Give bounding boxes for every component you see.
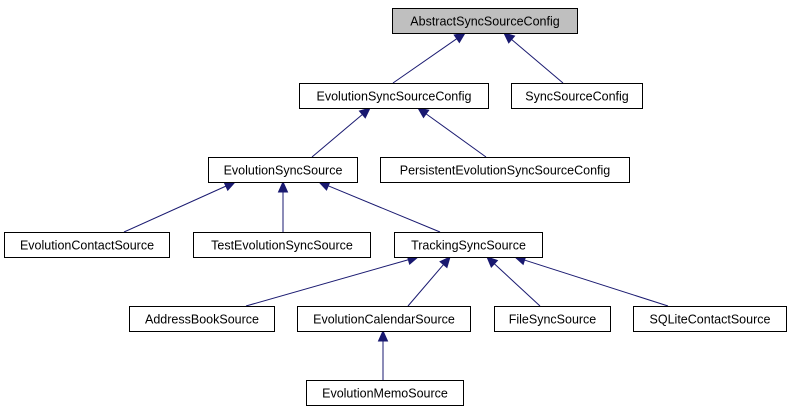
class-label: EvolutionCalendarSource	[313, 313, 455, 327]
arrowhead-icon	[277, 180, 289, 193]
class-box	[208, 157, 358, 183]
edge-evo_source-to-evo_config	[311, 107, 371, 158]
class-label: PersistentEvolutionSyncSourceConfig	[400, 164, 611, 178]
edge-persistent-to-evo_config	[417, 107, 487, 158]
class-box	[494, 306, 611, 332]
class-node-abstract: AbstractSyncSourceConfig	[392, 8, 578, 34]
class-label: AddressBookSource	[145, 313, 259, 327]
class-label: EvolutionSyncSource	[224, 164, 343, 178]
edge-line	[494, 263, 541, 307]
class-label: AbstractSyncSourceConfig	[410, 15, 559, 29]
arrowhead-icon	[453, 32, 467, 44]
arrowhead-icon	[223, 181, 237, 192]
edge-evo_config-to-abstract	[392, 32, 467, 84]
edge-contact-to-evo_source	[123, 181, 237, 233]
edge-line	[392, 38, 458, 84]
class-node-contact[interactable]: EvolutionContactSource	[4, 232, 170, 258]
class-label: TrackingSyncSource	[411, 239, 526, 253]
class-node-sync-config[interactable]: SyncSourceConfig	[511, 83, 643, 109]
arrowhead-icon	[377, 329, 389, 342]
class-node-tracking[interactable]: TrackingSyncSource	[394, 232, 543, 258]
class-label: EvolutionSyncSourceConfig	[317, 90, 472, 104]
edge-memo-to-calendar	[377, 329, 389, 380]
edge-line	[311, 114, 363, 158]
edge-line	[511, 39, 564, 84]
edge-calendar-to-tracking	[407, 256, 451, 307]
edge-line	[425, 113, 487, 158]
class-box	[129, 306, 275, 332]
class-box	[633, 306, 787, 332]
arrowhead-icon	[358, 107, 371, 119]
class-node-test[interactable]: TestEvolutionSyncSource	[193, 232, 371, 258]
arrowhead-icon	[439, 256, 451, 269]
class-box	[380, 157, 630, 183]
class-node-memo[interactable]: EvolutionMemoSource	[306, 380, 464, 406]
class-node-evo-config[interactable]: EvolutionSyncSourceConfig	[299, 83, 489, 109]
arrowhead-icon	[486, 256, 499, 269]
class-label: EvolutionContactSource	[20, 239, 154, 253]
class-box	[297, 306, 471, 332]
class-box	[193, 232, 371, 258]
class-box	[394, 232, 543, 258]
edge-test-to-evo_source	[277, 180, 289, 232]
class-node-filesync[interactable]: FileSyncSource	[494, 306, 611, 332]
class-box	[511, 83, 643, 109]
class-node-persistent[interactable]: PersistentEvolutionSyncSourceConfig	[380, 157, 630, 183]
class-box	[306, 380, 464, 406]
class-node-evo-source[interactable]: EvolutionSyncSource	[208, 157, 358, 183]
edge-line	[524, 259, 669, 307]
arrowhead-icon	[503, 32, 516, 44]
edge-addressbook-to-tracking	[245, 254, 420, 307]
edge-sync_config-to-abstract	[503, 32, 564, 84]
class-label: SQLiteContactSource	[650, 313, 771, 327]
class-label: SyncSourceConfig	[525, 90, 629, 104]
class-label: TestEvolutionSyncSource	[211, 239, 353, 253]
arrowhead-icon	[417, 107, 430, 119]
edge-sqlite-to-tracking	[513, 255, 669, 307]
class-box	[4, 232, 170, 258]
edge-line	[407, 264, 444, 307]
class-nodes: AbstractSyncSourceConfigEvolutionSyncSou…	[4, 8, 787, 406]
class-node-sqlite[interactable]: SQLiteContactSource	[633, 306, 787, 332]
edge-line	[245, 259, 409, 307]
class-node-addressbook[interactable]: AddressBookSource	[129, 306, 275, 332]
class-label: FileSyncSource	[509, 313, 597, 327]
edge-filesync-to-tracking	[486, 256, 541, 307]
edge-tracking-to-evo_source	[317, 181, 441, 233]
class-box	[392, 8, 578, 34]
class-box	[299, 83, 489, 109]
edge-line	[123, 185, 227, 233]
class-label: EvolutionMemoSource	[322, 387, 448, 401]
class-node-calendar[interactable]: EvolutionCalendarSource	[297, 306, 471, 332]
edge-line	[328, 185, 441, 233]
